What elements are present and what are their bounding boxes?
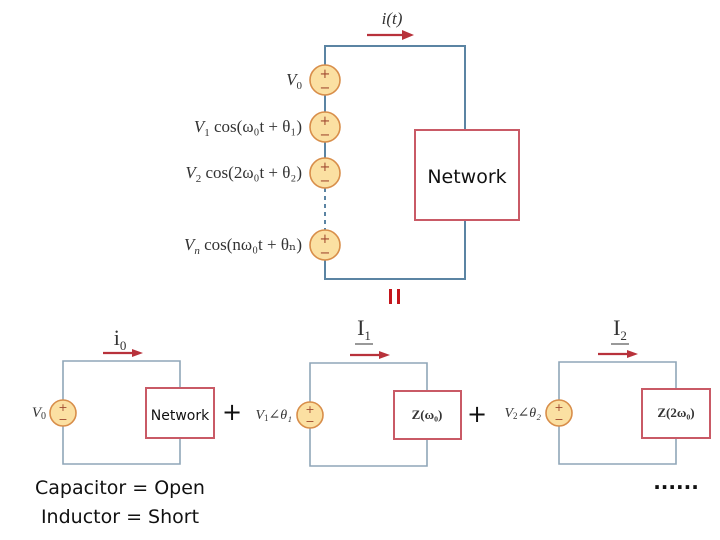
plus-operator: + (222, 398, 242, 426)
equals-bar (389, 289, 392, 304)
label-sub: 0 (297, 80, 303, 92)
label-main: V (504, 406, 514, 421)
minus-sign: − (58, 413, 67, 426)
current-label: I2 (613, 315, 627, 343)
source-label: V1 cos(ω₀t + θ₁) (194, 117, 302, 139)
minus-sign: − (320, 246, 331, 261)
voltage-source-icon (309, 229, 341, 261)
minus-sign: − (320, 81, 331, 96)
label-main: V (185, 163, 198, 182)
bottom-wire (324, 220, 466, 280)
voltage-source-icon (309, 157, 341, 189)
plus-sign: + (320, 160, 331, 175)
current-sub: 1 (364, 328, 371, 343)
phasor-circuit-1: I1 Z(ω₀) + − V1∠θ₁ (255, 315, 462, 467)
source-label: V2∠θ₂ (504, 406, 541, 421)
label-rest: ∠θ₂ (518, 406, 542, 421)
label-sub: 1 (264, 413, 269, 423)
equals-bar (397, 289, 400, 304)
current-arrowhead (132, 349, 143, 357)
current-main: i (114, 325, 120, 350)
circuit-wire (62, 360, 181, 400)
current-arrowhead (627, 350, 638, 358)
current-arrowhead (379, 351, 390, 359)
network-box (414, 129, 520, 221)
source-label: Vn cos(nω₀t + θₙ) (184, 235, 302, 257)
label-rest: cos(2ω₀t + θ₂) (201, 163, 302, 182)
voltage-source-v0: + − V0 (286, 64, 341, 96)
label-rest: ∠θ₁ (269, 408, 292, 423)
current-label: I1 (357, 315, 371, 343)
label-sub: 0 (41, 411, 46, 422)
top-circuit: i(t) Network + − V0 + − V1 cos(ω₀t + θ₁) (184, 9, 520, 280)
source-label: V1∠θ₁ (255, 408, 292, 423)
voltage-source-v2: + − V2 cos(2ω₀t + θ₂) (185, 157, 341, 189)
minus-sign: − (554, 413, 563, 426)
plus-sign: + (320, 67, 331, 82)
top-wire (324, 45, 466, 130)
voltage-source-vn: + − Vn cos(nω₀t + θₙ) (184, 229, 341, 261)
voltage-source-icon (309, 111, 341, 143)
voltage-source-icon (296, 401, 324, 429)
label-sub: 2 (196, 173, 202, 185)
current-main: I (357, 315, 364, 340)
current-label-it: i(t) (382, 9, 403, 28)
current-label: i0 (114, 325, 127, 353)
impedance-box (641, 388, 711, 439)
impedance-label: Z(2ω₀) (657, 405, 694, 420)
label-sub: 1 (204, 127, 210, 139)
label-main: V (184, 235, 197, 254)
label-rest: cos(ω₀t + θ₁) (210, 117, 302, 136)
circuit-wire (62, 426, 181, 465)
minus-sign: − (320, 128, 331, 143)
minus-sign: − (320, 174, 331, 189)
plus-sign: + (58, 401, 67, 414)
current-main: I (613, 315, 620, 340)
voltage-source-v1: + − V1 cos(ω₀t + θ₁) (194, 111, 341, 143)
label-main: V (194, 117, 207, 136)
equals-symbol (389, 289, 400, 304)
label-sub: n (194, 245, 200, 257)
label-sub: 2 (513, 411, 518, 421)
voltage-source-icon (545, 399, 573, 427)
source-label: V0 (286, 70, 302, 92)
note-inductor: Inductor = Short (41, 506, 199, 528)
dc-circuit: i0 Network + − V0 (32, 325, 215, 465)
phasor-circuit-2: I2 Z(2ω₀) + − V2∠θ₂ (504, 315, 711, 465)
label-main: V (32, 405, 43, 421)
circuit-wire (558, 426, 677, 465)
plus-sign: + (554, 401, 563, 414)
source-label: V2 cos(2ω₀t + θ₂) (185, 163, 302, 185)
ellipsis: ...... (653, 470, 699, 494)
current-sub: 2 (620, 328, 627, 343)
label-main: V (286, 70, 299, 89)
network-box (145, 387, 215, 439)
plus-operator: + (467, 400, 487, 428)
impedance-box (393, 390, 462, 440)
label-rest: cos(nω₀t + θₙ) (200, 235, 302, 254)
voltage-source-icon (49, 399, 77, 427)
current-arrowhead (402, 30, 414, 40)
impedance-label: Z(ω₀) (412, 407, 443, 422)
circuit-wire (309, 428, 428, 467)
circuit-wire (309, 362, 428, 402)
current-sub: 0 (120, 338, 127, 353)
circuit-wire (558, 361, 677, 400)
voltage-source-icon (309, 64, 341, 96)
source-label: V0 (32, 405, 46, 422)
plus-sign: + (305, 403, 314, 416)
plus-sign: + (320, 114, 331, 129)
note-capacitor: Capacitor = Open (35, 477, 205, 499)
network-label: Network (151, 408, 210, 424)
label-main: V (255, 408, 265, 423)
plus-sign: + (320, 232, 331, 247)
minus-sign: − (305, 415, 314, 428)
network-label: Network (427, 166, 506, 188)
